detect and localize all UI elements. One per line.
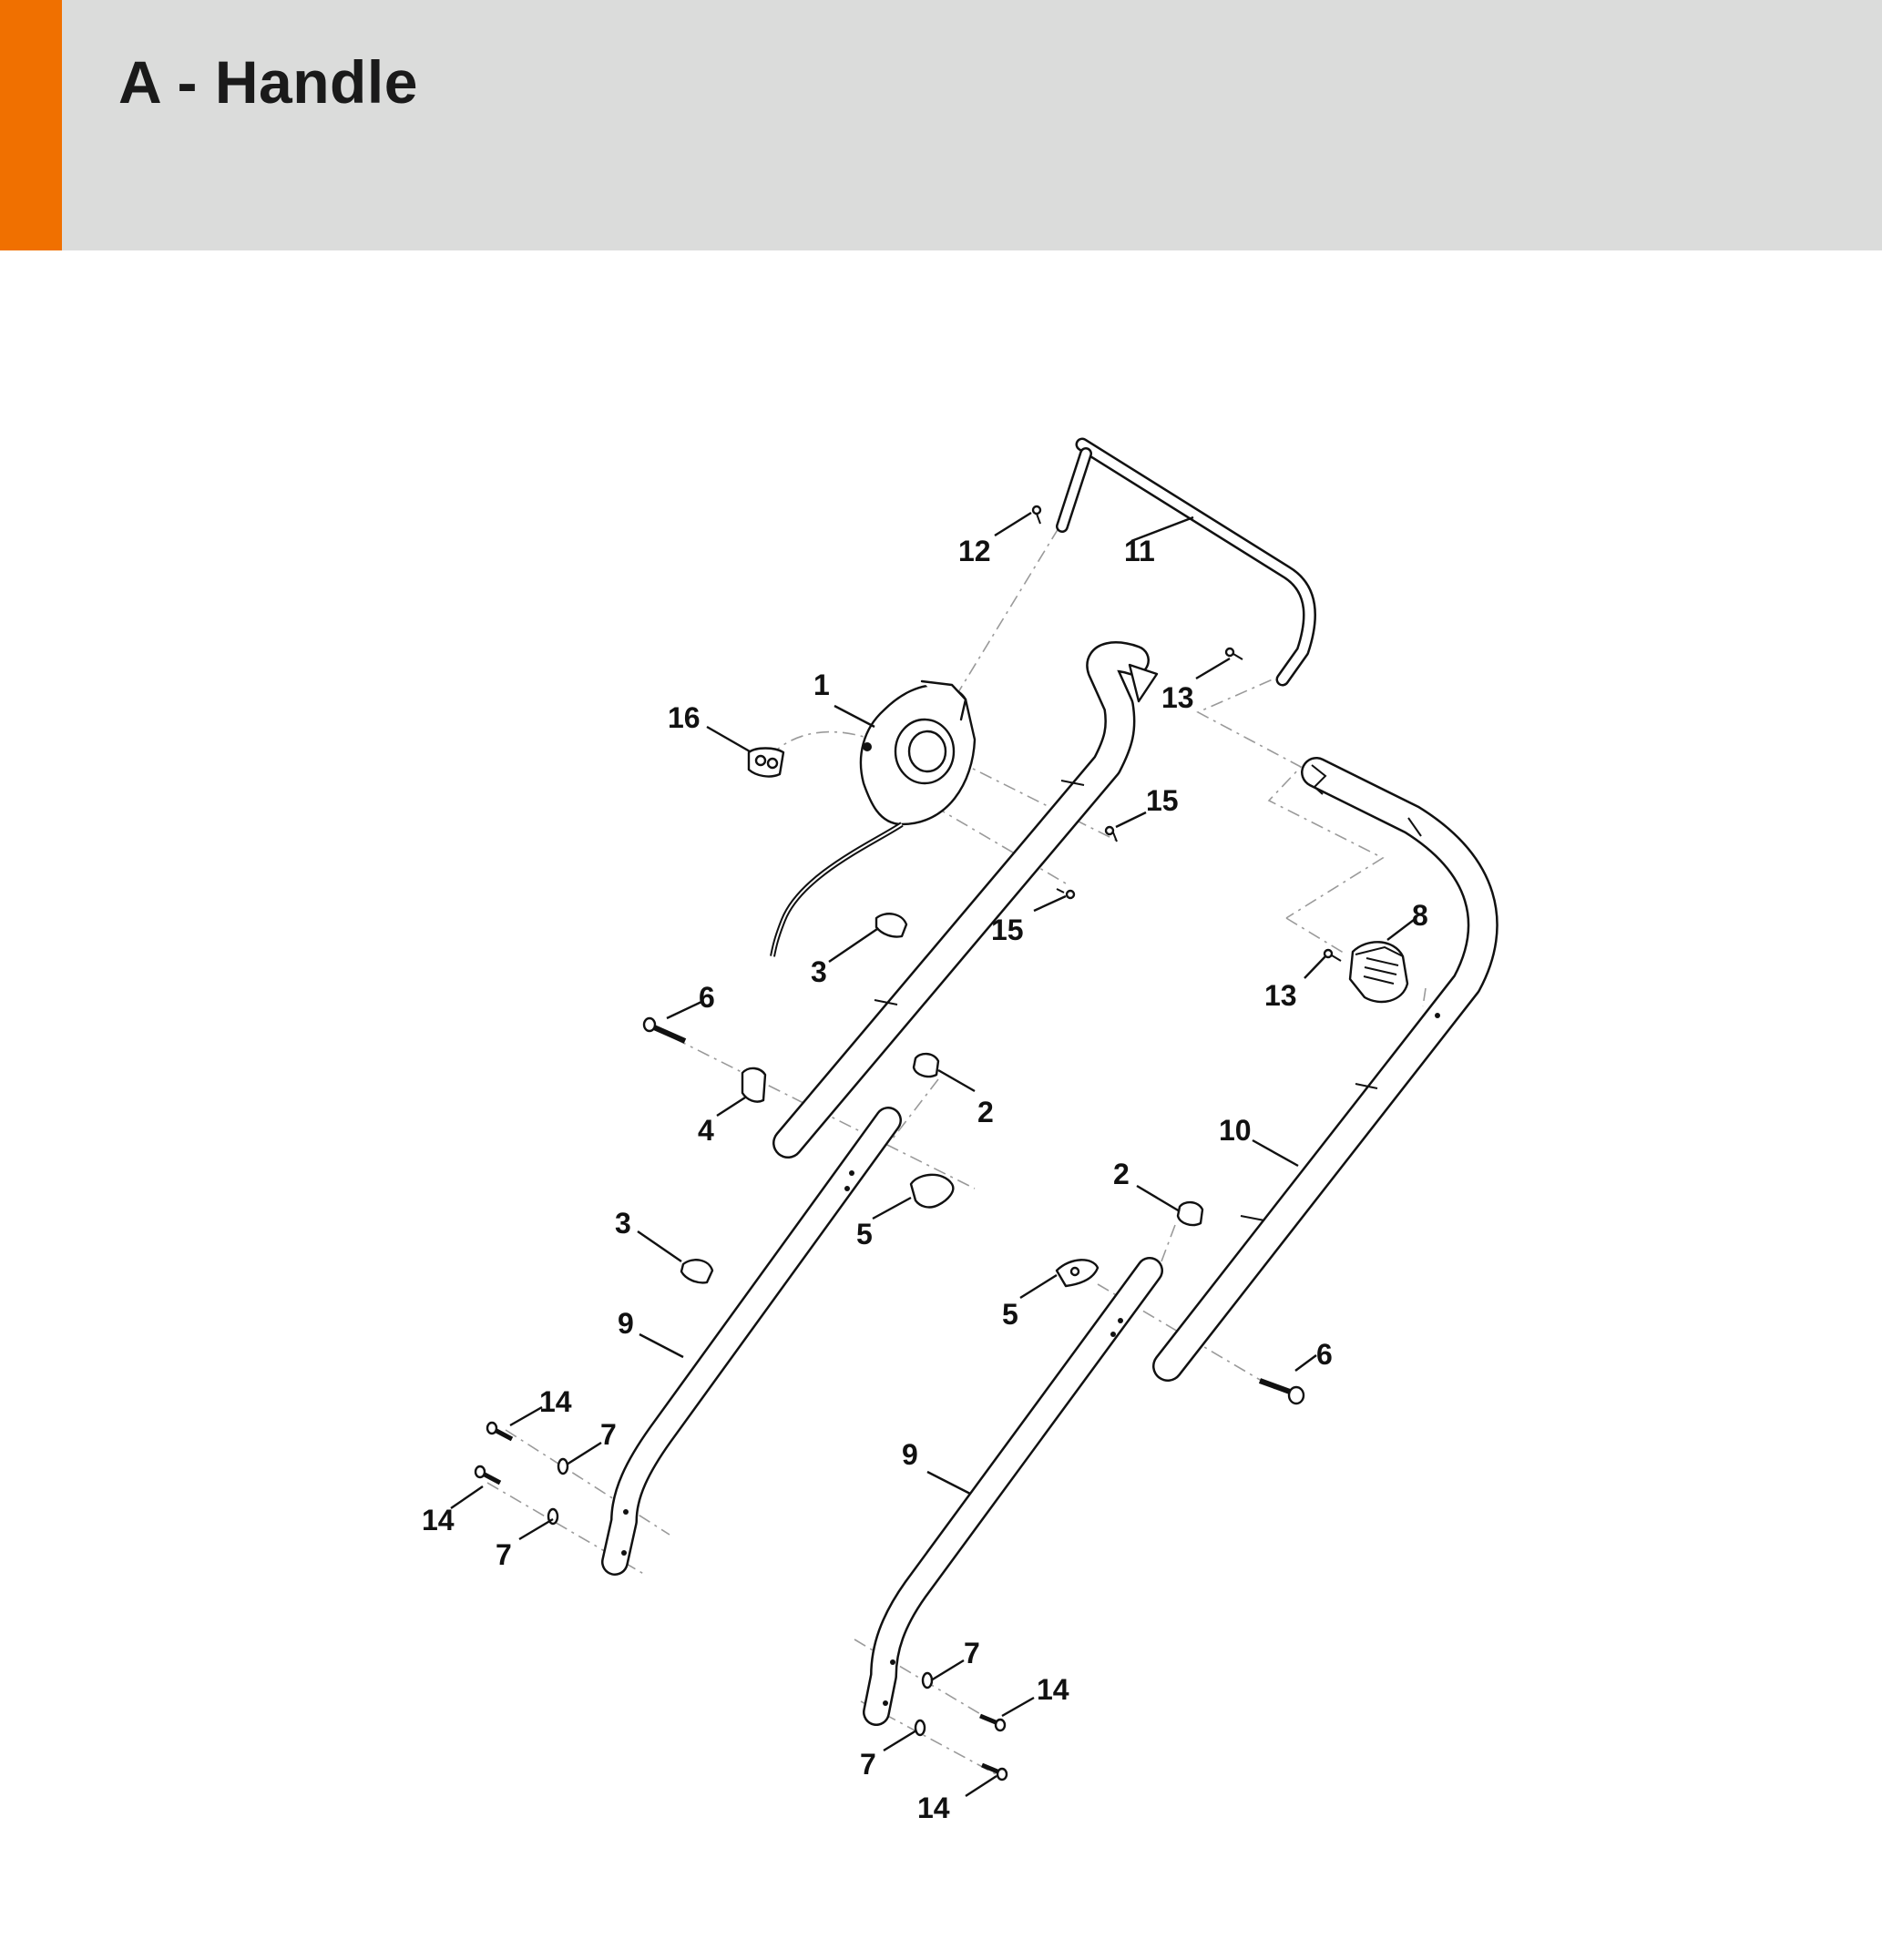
callout-6: 6 (699, 981, 715, 1014)
callout-2: 2 (1113, 1158, 1130, 1190)
bushings-part-2 (912, 1052, 1204, 1227)
callout-1: 1 (813, 669, 830, 701)
screws-part-14 (474, 1421, 1008, 1781)
callout-7: 7 (964, 1637, 980, 1669)
callout-leaders (450, 511, 1415, 1798)
clamps-part-5 (909, 1173, 1100, 1288)
callout-10: 10 (1219, 1114, 1252, 1147)
callout-14: 14 (539, 1385, 572, 1418)
callout-14: 14 (1037, 1673, 1069, 1706)
callout-14: 14 (422, 1504, 455, 1536)
control-housing-part-1 (770, 679, 977, 957)
callout-3: 3 (615, 1207, 631, 1240)
bolts-part-6 (642, 1016, 1305, 1405)
page-title: A - Handle (118, 48, 418, 116)
callout-12: 12 (958, 535, 991, 567)
callout-13: 13 (1161, 681, 1194, 714)
header-accent-stripe (0, 0, 62, 250)
callout-13: 13 (1264, 979, 1297, 1012)
callout-9: 9 (618, 1307, 634, 1340)
callout-3: 3 (811, 955, 827, 988)
clip-part-4 (741, 1067, 767, 1103)
callout-5: 5 (856, 1218, 873, 1251)
callout-4: 4 (698, 1114, 714, 1147)
knob-part-8 (1348, 941, 1409, 1004)
callout-16: 16 (668, 701, 701, 734)
callout-2: 2 (977, 1096, 994, 1128)
bail-bar-part-11 (1056, 437, 1316, 687)
callout-8: 8 (1412, 899, 1428, 932)
header-bar: A - Handle (0, 0, 1882, 250)
callout-6: 6 (1316, 1338, 1333, 1371)
upper-handle-tube (772, 641, 1159, 1159)
screws-small (1031, 505, 1342, 962)
label-part-16 (747, 747, 785, 778)
right-lower-tube-part-9 (863, 1257, 1163, 1726)
callout-15: 15 (1146, 784, 1179, 817)
callout-5: 5 (1002, 1298, 1018, 1331)
callout-14: 14 (917, 1792, 950, 1824)
callout-15: 15 (991, 914, 1024, 946)
caps-part-3 (680, 913, 908, 1284)
left-lower-tube-part-9 (601, 1107, 902, 1576)
callout-11: 11 (1124, 535, 1155, 567)
callout-9: 9 (902, 1438, 918, 1471)
callout-7: 7 (496, 1538, 512, 1571)
callout-7: 7 (860, 1748, 876, 1781)
right-handle-part-10 (1152, 757, 1498, 1382)
callout-7: 7 (600, 1418, 617, 1451)
callout-labels: 12 11 1 16 13 15 15 3 8 13 6 2 4 10 2 3 … (422, 535, 1428, 1824)
